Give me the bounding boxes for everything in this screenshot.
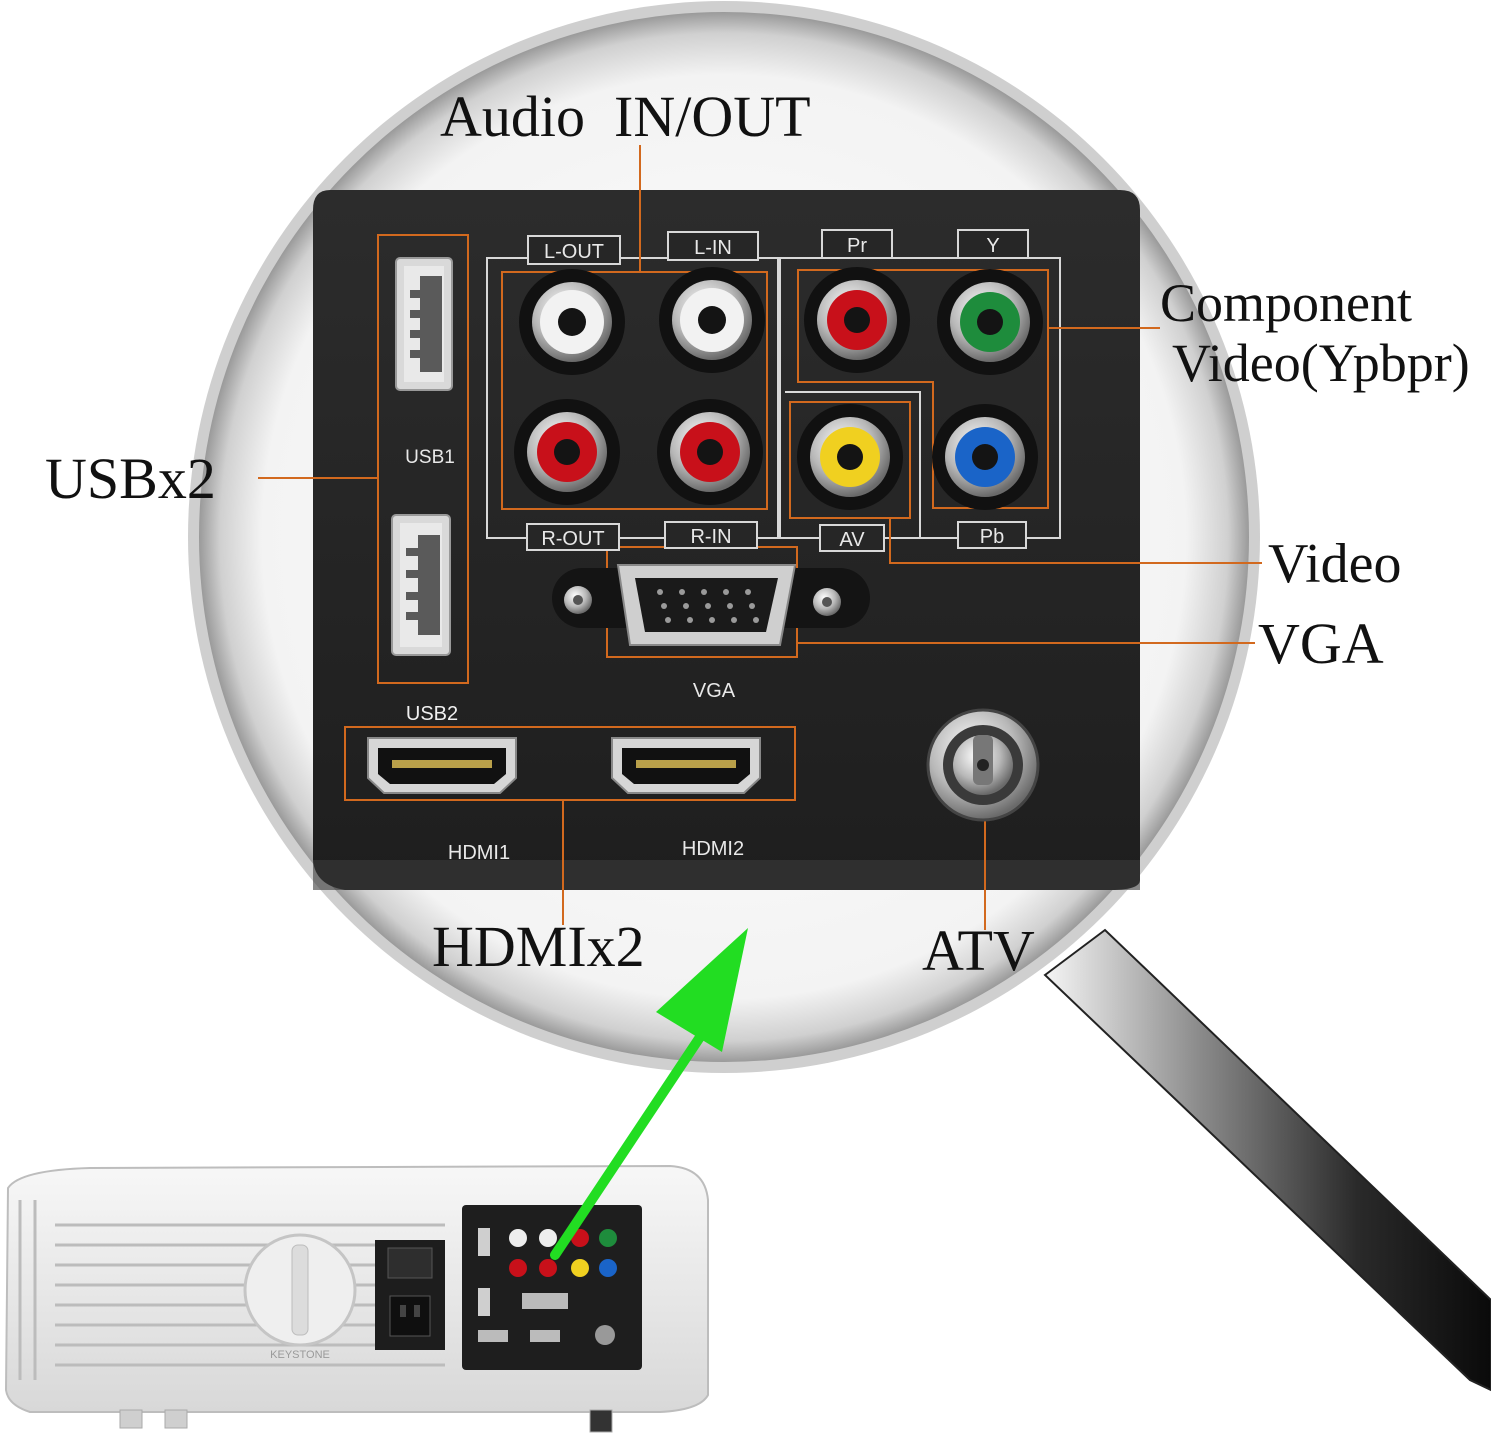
panel-label-chips [526, 229, 1029, 552]
rca-pr [804, 267, 910, 373]
component-video-callout-line1: Component [1160, 273, 1412, 333]
usb-port-2 [391, 514, 451, 656]
vga-callout: VGA [1258, 611, 1384, 676]
rca-y [937, 269, 1043, 375]
projector-feet [119, 1409, 613, 1433]
component-box [797, 269, 1049, 509]
rca-pb [932, 404, 1038, 510]
audio-in-out-callout: Audio IN/OUT [440, 84, 811, 149]
l-in-label: L-IN [694, 237, 732, 259]
hdmi-callout: HDMIx2 [432, 914, 645, 979]
y-label: Y [986, 235, 999, 257]
hdmi-port-2 [611, 737, 761, 794]
hdmi-port-1 [367, 737, 517, 794]
keystone-knob: KEYSTONE [243, 1233, 357, 1361]
usb-box [377, 234, 469, 684]
atv-coax-port [926, 708, 1040, 822]
hdmi1-label: HDMI1 [448, 842, 510, 864]
video-callout: Video [1268, 533, 1402, 595]
pb-label: Pb [980, 526, 1004, 548]
l-out-label: L-OUT [544, 241, 604, 263]
usb-port-1 [395, 257, 453, 391]
vga-port-label: VGA [693, 680, 736, 702]
pr-label: Pr [847, 235, 867, 257]
panel-label-texts: L-OUT L-IN Pr Y R-OUT R-IN AV Pb USB1 US… [405, 235, 1004, 864]
usb2-label: USB2 [406, 703, 458, 725]
audio-box [501, 271, 768, 510]
rca-av [797, 404, 903, 510]
keystone-label: KEYSTONE [270, 1349, 330, 1361]
hdmi-box [344, 726, 796, 801]
component-video-callout-line2: Video(Ypbpr) [1172, 333, 1470, 393]
av-label: AV [839, 529, 865, 551]
zoom-arrow [550, 928, 748, 1260]
av-box [789, 401, 911, 519]
power-section [375, 1240, 445, 1350]
projector: KEYSTONE [4, 1164, 709, 1433]
callout-leader-lines [258, 145, 1262, 930]
r-out-label: R-OUT [541, 528, 604, 550]
rca-l-out [519, 269, 625, 375]
r-in-label: R-IN [690, 526, 731, 548]
rca-l-in [659, 267, 765, 373]
magnifier-handle [1043, 928, 1491, 1392]
vga-port [552, 564, 870, 646]
hdmi2-label: HDMI2 [682, 838, 744, 860]
usb1-label: USB1 [405, 447, 455, 468]
rca-r-in [657, 399, 763, 505]
rca-r-out [514, 399, 620, 505]
usb-callout: USBx2 [45, 446, 216, 511]
projector-mini-panel [462, 1205, 642, 1370]
atv-callout: ATV [922, 918, 1035, 983]
rca-jacks [514, 267, 1043, 510]
